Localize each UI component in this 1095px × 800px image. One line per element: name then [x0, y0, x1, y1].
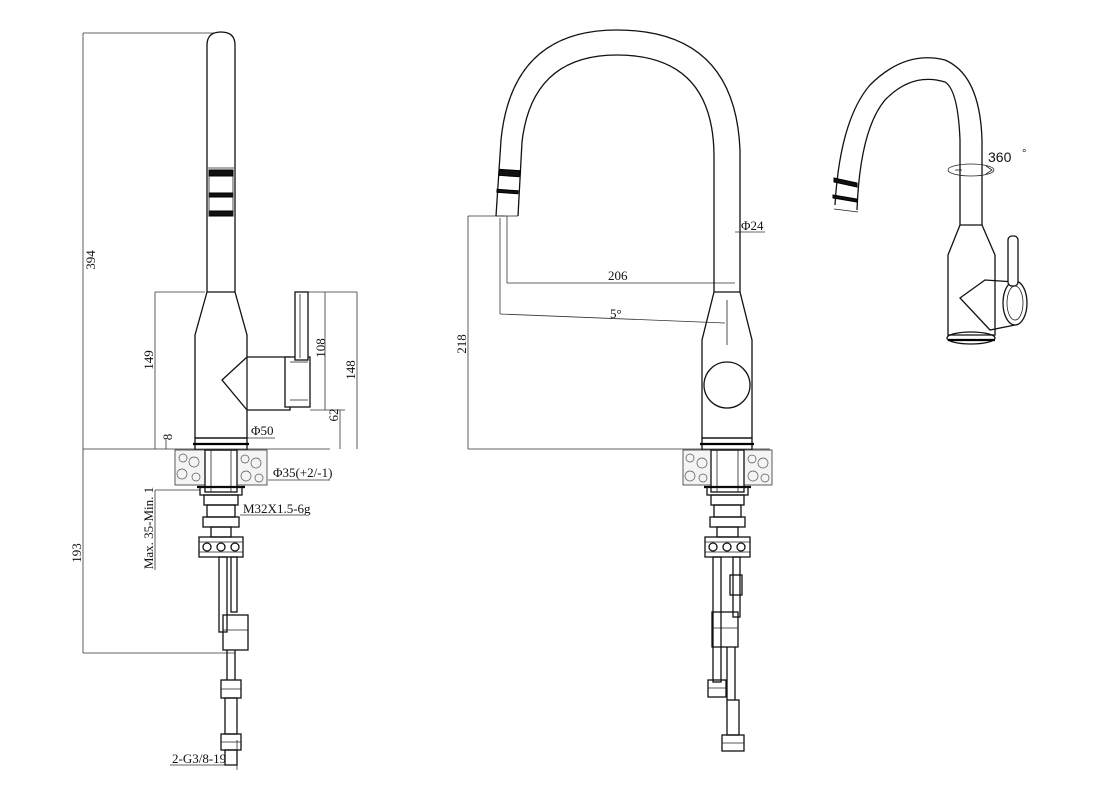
- dim-handle-offset: 62: [326, 409, 341, 422]
- perspective-view: 360 °: [832, 57, 1028, 345]
- dim-spout-diameter: Φ24: [741, 218, 764, 233]
- dim-total-height: 394: [83, 250, 98, 270]
- dim-spout-height: 218: [454, 334, 469, 354]
- dim-counter-thickness: Max. 35-Min. 1: [141, 487, 156, 569]
- dim-base-ring: 8: [160, 434, 175, 441]
- front-view: 218 206 5° Φ24: [454, 29, 773, 752]
- dim-below-counter: 193: [69, 543, 84, 563]
- dim-body-height: 149: [141, 350, 156, 370]
- dim-handle-total: 148: [343, 360, 358, 380]
- dim-hose-thread: 2-G3/8-19: [172, 751, 226, 766]
- dim-hole-diameter: Φ35(+2/-1): [273, 465, 332, 480]
- rotation-unit: °: [1022, 148, 1026, 160]
- dim-spout-reach: 206: [608, 268, 628, 283]
- dim-thread: M32X1.5-6g: [243, 501, 311, 516]
- dim-handle-height: 108: [313, 338, 328, 358]
- side-view: 394 149 108 148 62 8 Φ50 Φ35(+2/-1) M32X…: [69, 31, 358, 770]
- rotation-label: 360: [988, 149, 1012, 165]
- dim-base-diameter: Φ50: [251, 423, 274, 438]
- dim-angle: 5°: [610, 306, 622, 321]
